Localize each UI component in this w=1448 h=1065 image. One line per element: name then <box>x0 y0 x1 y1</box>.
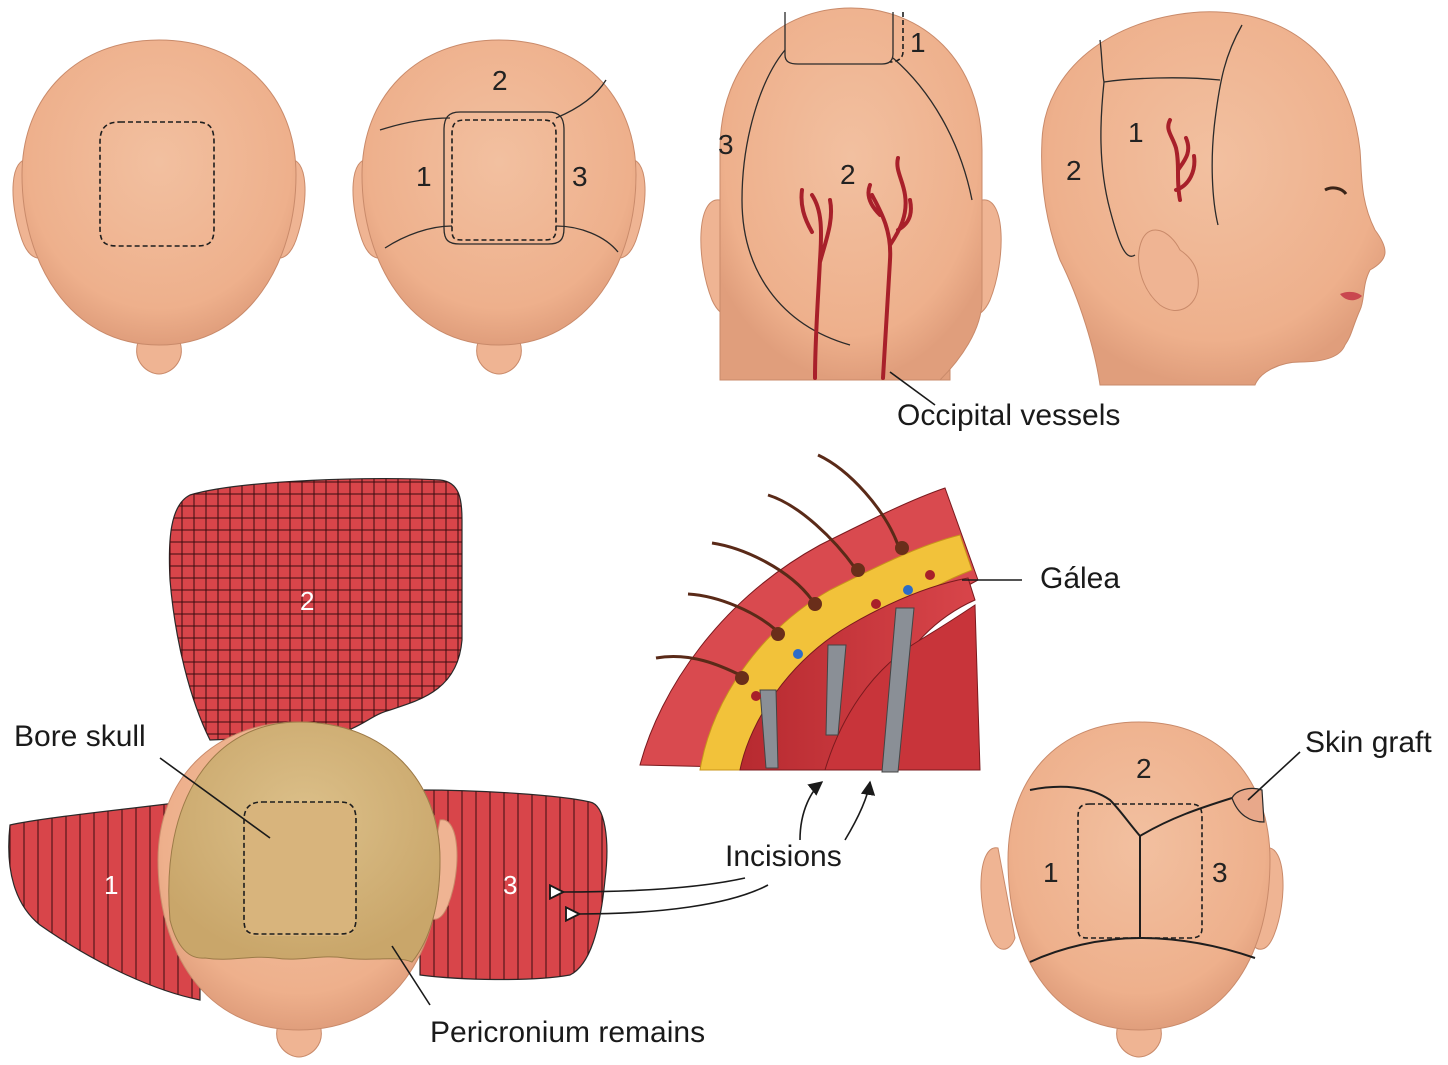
scalp-outline <box>21 39 297 346</box>
leader-line <box>1247 751 1301 801</box>
occipital-vessel <box>866 156 913 380</box>
follicle-bulb <box>851 563 865 577</box>
flap-2-grid <box>169 478 462 740</box>
flap-number: 2 <box>1136 753 1152 784</box>
incision-line <box>379 117 451 131</box>
lips <box>1340 291 1362 301</box>
incision-blade <box>759 689 779 769</box>
occipital-vessel <box>799 188 834 380</box>
defect-outline <box>99 121 215 247</box>
flap-box <box>443 111 565 245</box>
ear <box>1138 229 1199 311</box>
arrow-to-incision <box>799 781 824 841</box>
flap-number: 2 <box>1066 155 1082 186</box>
vessel-dot <box>793 649 803 659</box>
flap-number: 1 <box>416 161 432 192</box>
vessel-dot <box>871 599 881 609</box>
vessel-dot <box>925 570 935 580</box>
incision-line <box>1211 24 1243 226</box>
label-galea: Gálea <box>1040 562 1120 595</box>
arrow-to-flap-3 <box>562 877 746 892</box>
incision-line <box>1099 39 1221 83</box>
raised-flaps: 2 1 3 Bore skull Pericronium remains <box>8 477 705 1058</box>
head-closure-view: 2 1 3 Skin graft <box>980 721 1432 1058</box>
scalp-cross-section: Gálea <box>639 453 1120 773</box>
hair-follicles <box>655 453 900 678</box>
incision-line <box>555 79 607 119</box>
label-incisions: Incisions <box>725 840 842 873</box>
flap-number: 1 <box>910 27 926 58</box>
flap-number: 3 <box>572 161 588 192</box>
arrow-to-flap-3 <box>578 884 769 914</box>
suture-line <box>1029 936 1256 963</box>
head-back-view: 3 2 1 Occipital vessels <box>700 7 1120 432</box>
incision-line <box>1100 81 1136 257</box>
head-side-view: 1 2 <box>1041 11 1386 386</box>
ear-left <box>980 847 1016 950</box>
head-top-view-flap-design: 2 1 3 <box>352 39 646 375</box>
incision-line <box>741 49 851 346</box>
flap-number: 1 <box>1043 857 1059 888</box>
suture-line <box>1139 797 1233 837</box>
leader-line <box>159 757 271 839</box>
vessel-dot <box>751 691 761 701</box>
follicle-bulb <box>735 671 749 685</box>
flap-number: 3 <box>1212 857 1228 888</box>
scalp-outline <box>361 39 637 346</box>
follicle-bulb <box>895 541 909 555</box>
flap-number: 1 <box>1128 117 1144 148</box>
head-top-view-defect <box>12 39 306 375</box>
flap-1 <box>8 799 201 1001</box>
leader-line <box>889 371 936 406</box>
scalp-outline <box>719 7 983 381</box>
label-occipital-vessels: Occipital vessels <box>897 399 1120 432</box>
defect-outline <box>243 801 357 935</box>
label-pericranium: Pericronium remains <box>430 1016 705 1049</box>
arrow-to-incision <box>844 780 876 841</box>
temporal-vessel <box>1166 118 1197 202</box>
leader-line <box>391 945 431 1006</box>
incision-line <box>892 57 973 201</box>
flap-number: 2 <box>840 159 856 190</box>
label-bore-skull: Bore skull <box>14 720 146 753</box>
flap-number: 3 <box>718 129 734 160</box>
flap-number: 1 <box>104 870 118 900</box>
flap-number: 2 <box>300 586 314 616</box>
suture-line <box>1029 785 1141 837</box>
skin-graft-patch <box>1231 787 1265 823</box>
incision-line <box>384 225 453 249</box>
incision-line <box>555 225 619 253</box>
label-skin-graft: Skin graft <box>1305 726 1432 759</box>
defect-outline <box>451 119 557 241</box>
incision-blade <box>825 644 847 736</box>
eye <box>1324 186 1348 195</box>
incision-blade <box>881 607 915 773</box>
original-defect <box>1077 803 1203 939</box>
flap-number: 3 <box>503 870 517 900</box>
incisions-annotation: Incisions <box>562 780 876 914</box>
follicle-bulb <box>771 627 785 641</box>
flap-number: 2 <box>492 65 508 96</box>
follicle-bulb <box>808 597 822 611</box>
vessel-dot <box>903 585 913 595</box>
incision-line <box>784 12 894 65</box>
flap-edge <box>889 12 904 63</box>
bare-bone-area <box>244 802 356 936</box>
